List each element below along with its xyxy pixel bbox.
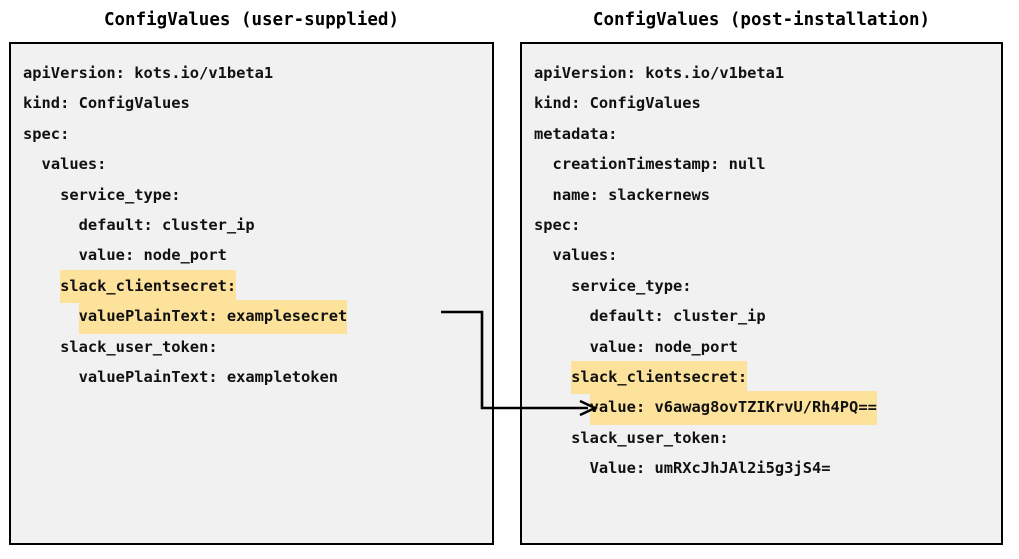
- code-line: spec:: [11, 118, 492, 148]
- code-indent: [534, 246, 553, 264]
- code-indent: [534, 277, 571, 295]
- code-line: valuePlainText: exampletoken: [11, 361, 492, 391]
- code-line: creationTimestamp: null: [522, 148, 1001, 178]
- code-line: Value: umRXcJhJAl2i5g3jS4=: [522, 452, 1001, 482]
- code-text: default: cluster_ip: [78, 215, 255, 234]
- code-line: metadata:: [522, 118, 1001, 148]
- code-line: slack_clientsecret:: [11, 269, 492, 304]
- code-text: apiVersion: kots.io/v1beta1: [23, 64, 274, 82]
- code-text: name: slackernews: [552, 185, 711, 204]
- code-indent: [23, 338, 60, 356]
- code-line: service_type:: [522, 270, 1001, 300]
- code-line: values:: [11, 148, 492, 178]
- code-text: values:: [552, 246, 618, 265]
- code-indent: [534, 459, 590, 477]
- code-text: Value: umRXcJhJAl2i5g3jS4=: [589, 459, 831, 478]
- config-values-post-installation-panel: apiVersion: kots.io/v1beta1 kind: ConfigV…: [520, 42, 1003, 545]
- code-indent: [534, 186, 553, 204]
- code-indent: [23, 216, 79, 234]
- code-text: valuePlainText: exampletoken: [78, 367, 339, 386]
- left-panel-code-block: apiVersion: kots.io/v1beta1 kind: ConfigV…: [11, 44, 492, 391]
- code-text: spec:: [23, 124, 70, 143]
- code-indent: [534, 398, 590, 416]
- code-text: creationTimestamp: null: [552, 155, 766, 174]
- code-indent: [534, 155, 553, 173]
- code-line: default: cluster_ip: [11, 209, 492, 239]
- code-line: apiVersion: kots.io/v1beta1: [522, 57, 1001, 87]
- code-line: value: v6awag8ovTZIKrvU/Rh4PQ==: [522, 391, 1001, 425]
- highlighted-code-text: slack_clientsecret:: [571, 360, 748, 395]
- code-text: kind: ConfigValues: [23, 94, 190, 113]
- code-line: slack_user_token:: [522, 422, 1001, 452]
- code-indent: [23, 246, 79, 264]
- code-indent: [23, 186, 60, 204]
- code-line: kind: ConfigValues: [522, 87, 1001, 117]
- code-text: service_type:: [60, 185, 181, 204]
- code-line: value: node_port: [11, 239, 492, 269]
- code-indent: [23, 277, 60, 295]
- code-indent: [534, 338, 590, 356]
- right-panel-code-block: apiVersion: kots.io/v1beta1 kind: ConfigV…: [522, 44, 1001, 482]
- code-line: default: cluster_ip: [522, 300, 1001, 330]
- code-line: kind: ConfigValues: [11, 87, 492, 117]
- code-line: apiVersion: kots.io/v1beta1: [11, 57, 492, 87]
- code-indent: [534, 429, 571, 447]
- code-indent: [534, 368, 571, 386]
- code-line: name: slackernews: [522, 179, 1001, 209]
- code-text: metadata:: [534, 124, 618, 143]
- left-panel-title: ConfigValues (user-supplied): [103, 10, 399, 30]
- code-line: value: node_port: [522, 331, 1001, 361]
- config-values-user-supplied-panel: apiVersion: kots.io/v1beta1 kind: ConfigV…: [9, 42, 494, 545]
- code-text: service_type:: [571, 276, 692, 295]
- code-indent: [23, 307, 79, 325]
- code-indent: [23, 155, 42, 173]
- highlighted-code-text: slack_clientsecret:: [60, 269, 237, 304]
- code-line: slack_user_token:: [11, 331, 492, 361]
- code-text: kind: ConfigValues: [534, 94, 701, 113]
- highlighted-code-text: valuePlainText: examplesecret: [78, 300, 348, 334]
- code-line: slack_clientsecret:: [522, 360, 1001, 395]
- right-panel-title: ConfigValues (post-installation): [592, 10, 931, 30]
- code-text: slack_user_token:: [60, 337, 218, 356]
- code-text: default: cluster_ip: [589, 307, 766, 326]
- code-text: apiVersion: kots.io/v1beta1: [534, 64, 785, 82]
- code-indent: [23, 368, 79, 386]
- code-text: value: node_port: [589, 337, 738, 356]
- code-text: values:: [41, 155, 107, 174]
- code-text: spec:: [534, 215, 581, 234]
- code-text: slack_user_token:: [571, 428, 729, 447]
- code-line: values:: [522, 239, 1001, 269]
- highlighted-code-text: value: v6awag8ovTZIKrvU/Rh4PQ==: [589, 391, 877, 425]
- code-text: value: node_port: [78, 246, 227, 265]
- code-line: service_type:: [11, 179, 492, 209]
- code-line: spec:: [522, 209, 1001, 239]
- code-indent: [534, 307, 590, 325]
- code-line: valuePlainText: examplesecret: [11, 300, 492, 334]
